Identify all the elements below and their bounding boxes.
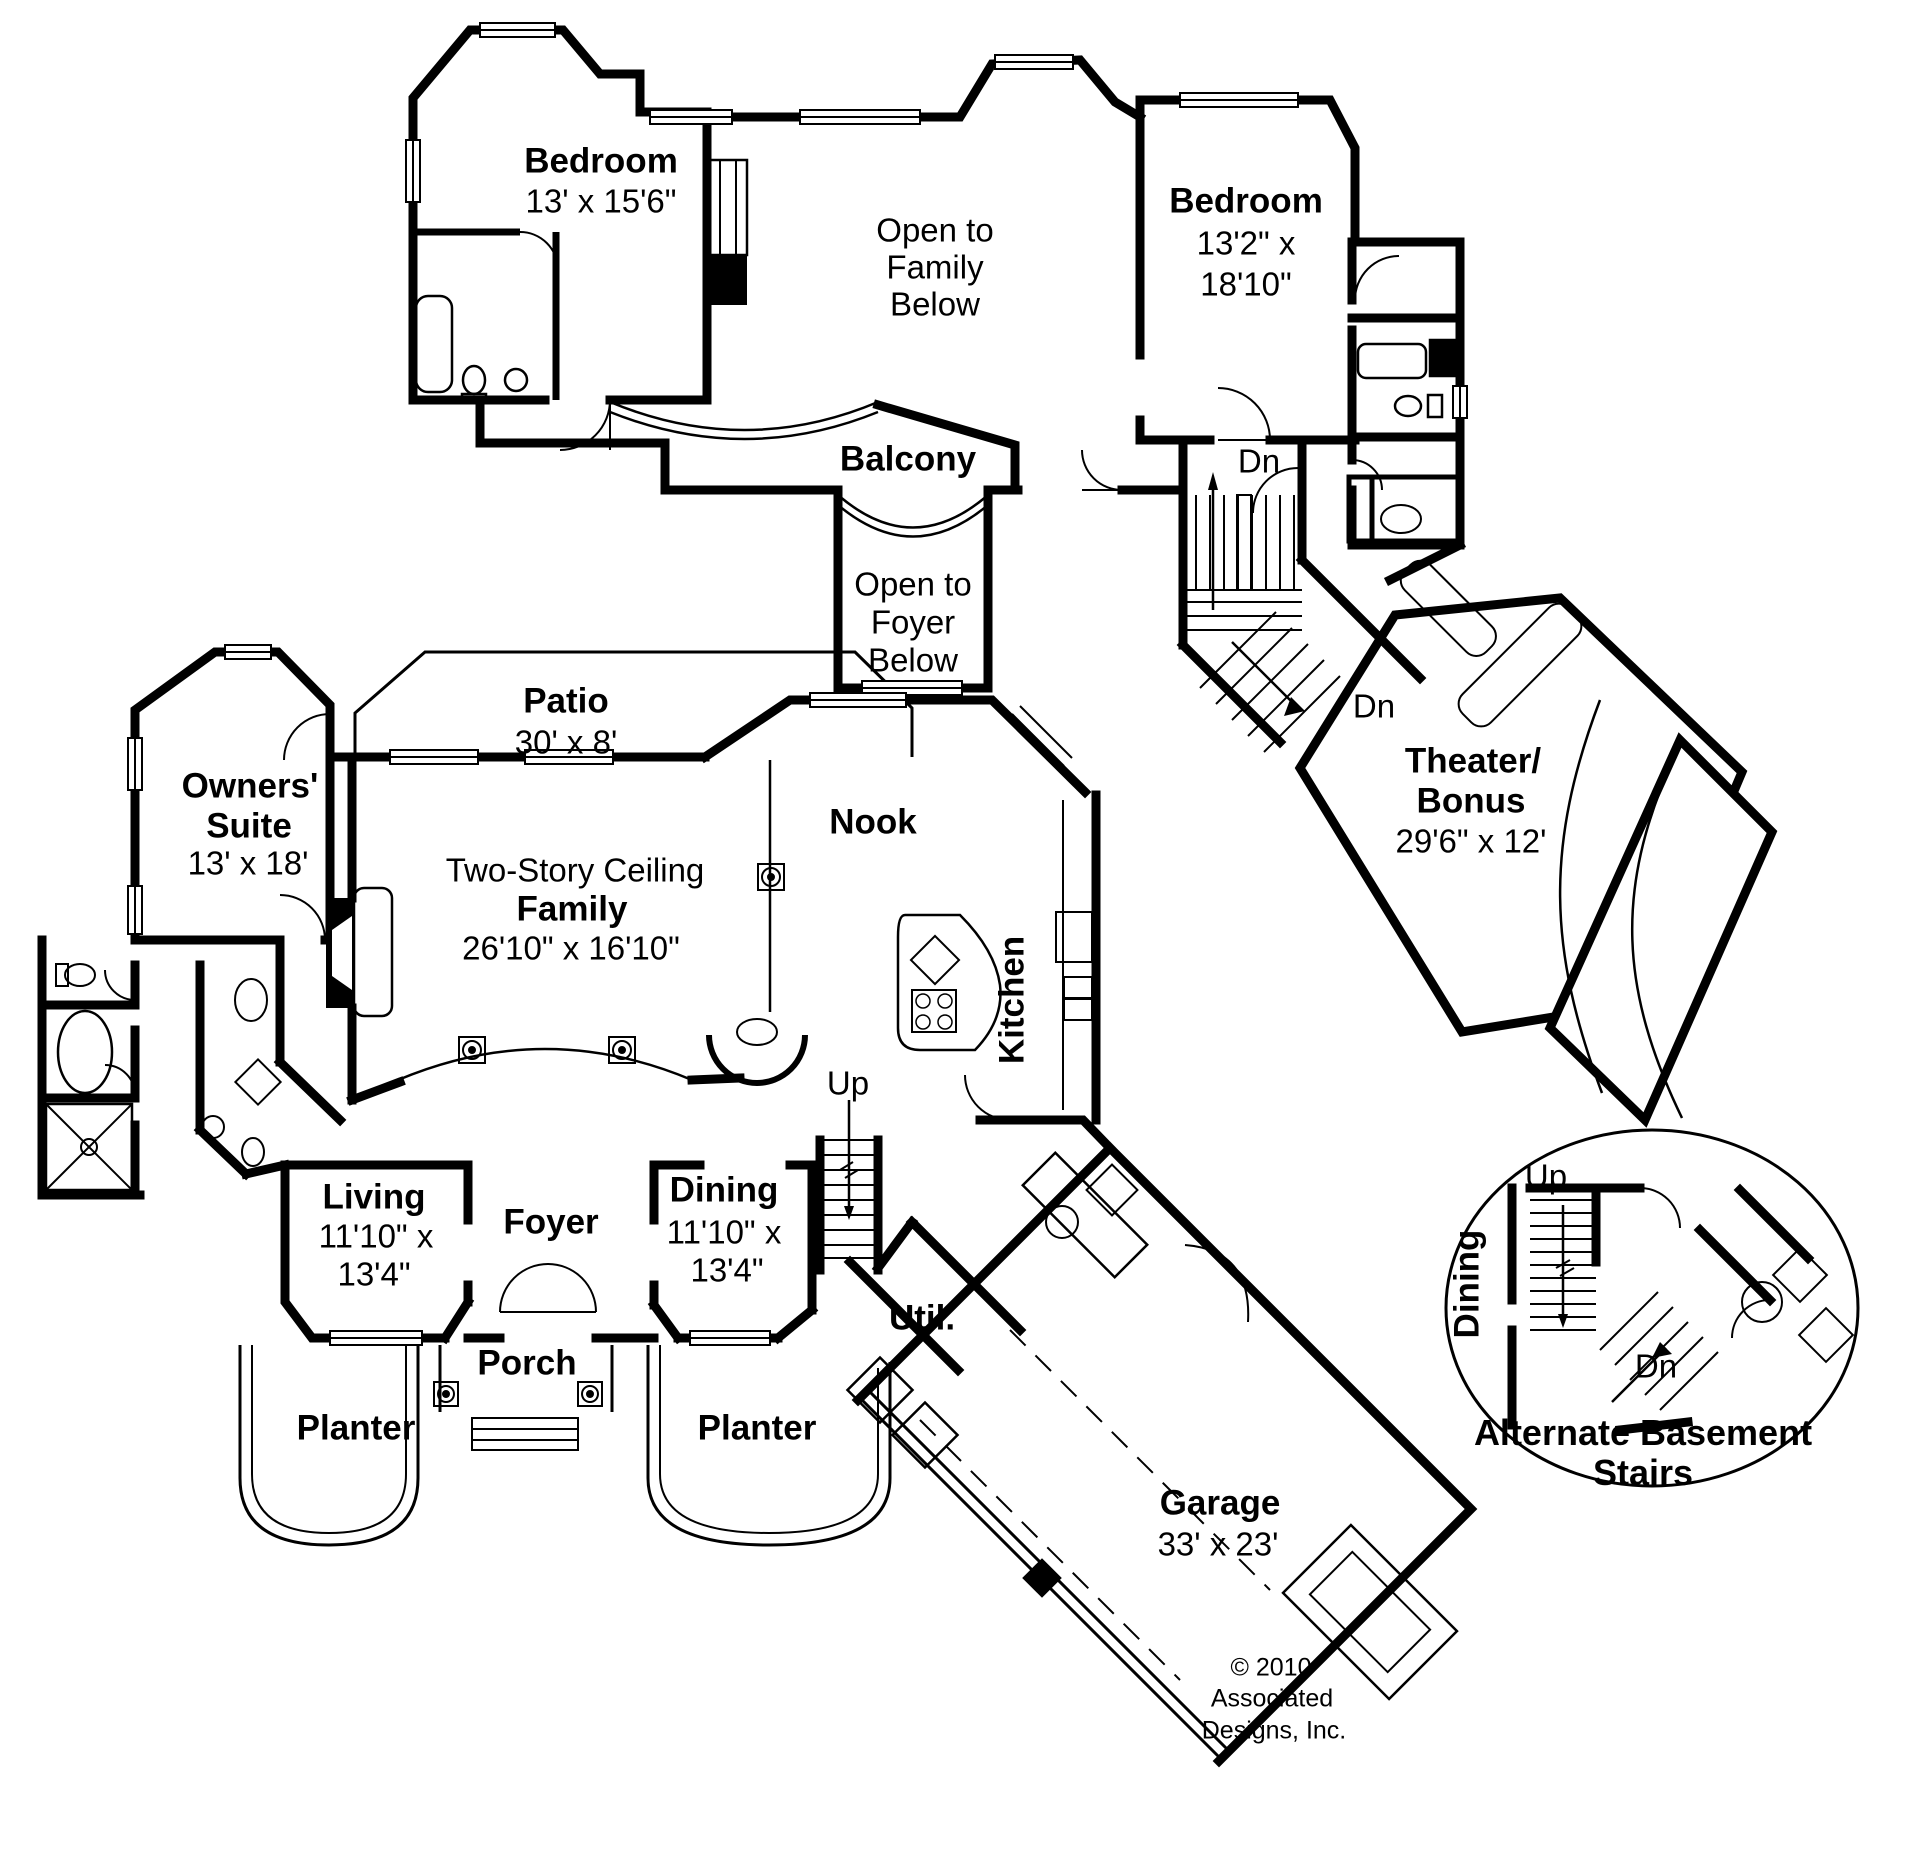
open-to-family-line-3: Below [890,285,980,323]
room-label-patio: Patio [523,681,609,721]
room-dims-owners-suite: 13' x 18' [187,844,309,882]
garage-details [858,1329,1459,1761]
ceiling-lights [433,863,785,1407]
room-label-owners-suite-line-2: Suite [206,806,292,846]
room-dims-garage: 33' x 23' [1157,1525,1279,1563]
room-dims-patio: 30' x 8' [514,723,618,761]
room-label-planter-right: Planter [697,1408,817,1448]
room-dims-living-line-1: 11'10" x [318,1217,434,1255]
upper-floor-details [413,158,1684,1119]
room-label-bedroom-2: Bedroom [1169,181,1323,221]
inset-caption-line-2: Stairs [1592,1452,1694,1493]
door-swings [104,231,1400,1323]
family-ceiling-note: Two-Story Ceiling [445,851,705,889]
main-stairs [820,1100,878,1259]
room-label-family: Family [516,889,628,929]
room-dims-theater: 29'6" x 12' [1395,822,1547,860]
room-dims-bedroom-1: 13' x 15'6" [525,182,677,220]
inset-caption-line-1: Alternate Basement [1473,1412,1813,1453]
copyright-line-3: Designs, Inc. [1201,1716,1347,1745]
stairs-dn-label-theater: Dn [1352,687,1396,725]
room-dims-dining-line-2: 13'4" [690,1251,764,1289]
upper-floor-fixtures [414,255,1460,419]
room-label-porch: Porch [477,1343,577,1383]
room-label-theater-line-1: Theater/ [1404,741,1542,781]
room-dims-family: 26'10" x 16'10" [462,929,680,967]
open-to-family-line-1: Open to [876,211,994,249]
room-label-foyer: Foyer [503,1202,599,1242]
inset-room-label-dining: Dining [1447,1229,1487,1339]
room-label-owners-suite-line-1: Owners' [181,766,319,806]
room-label-living: Living [322,1177,426,1217]
room-label-theater-line-2: Bonus [1416,781,1526,821]
open-to-foyer-line-3: Below [868,641,958,679]
room-label-bedroom-1: Bedroom [524,141,678,181]
upper-floor-walls [408,25,1778,1128]
room-dims-bedroom-2-line-2: 18'10" [1200,265,1292,303]
open-to-foyer-line-1: Open to [854,565,972,603]
room-label-planter-left: Planter [296,1408,416,1448]
upper-stairs [1183,472,1341,753]
room-label-dining: Dining [669,1170,779,1210]
main-floor-details [44,650,1149,1547]
room-dims-dining-line-1: 11'10" x [666,1213,782,1251]
copyright-line-2: Associated [1210,1684,1334,1713]
room-label-util: Util. [888,1298,956,1338]
inset-detail [1444,1128,1860,1488]
inset-stairs-up-label: Up [1524,1157,1568,1195]
open-to-foyer-line-2: Foyer [870,603,956,641]
inset-stairs-dn-label: Dn [1634,1347,1678,1385]
open-to-family-line-2: Family [886,248,984,286]
room-label-garage: Garage [1159,1483,1281,1523]
copyright-line-1: © 2010 [1230,1653,1312,1682]
garage-walls [851,1141,1478,1768]
room-label-balcony: Balcony [839,439,977,479]
room-label-kitchen: Kitchen [992,935,1032,1065]
room-dims-living-line-2: 13'4" [337,1255,411,1293]
room-label-nook: Nook [829,802,917,842]
stairs-up-label-main: Up [826,1064,870,1102]
stairs-dn-label-upper: Dn [1237,442,1281,480]
room-dims-bedroom-2-line-1: 13'2" x [1196,224,1296,262]
windows [127,22,1468,1346]
